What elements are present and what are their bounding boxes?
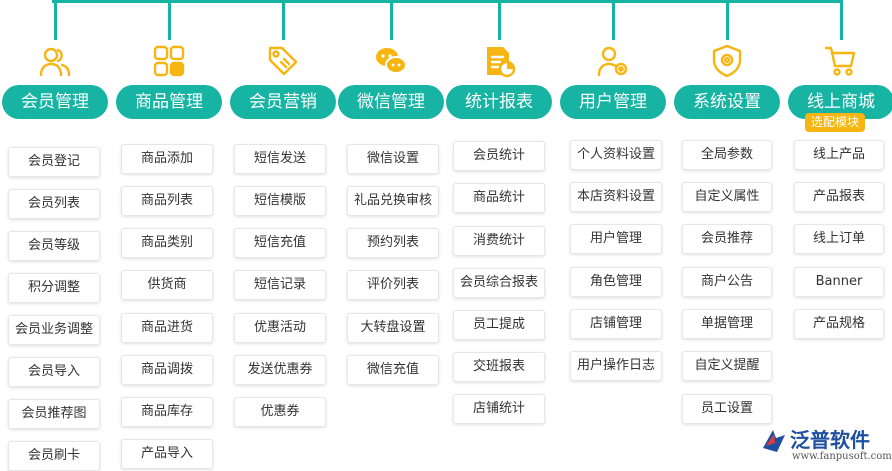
module-header[interactable]: 会员管理 — [2, 85, 108, 119]
feature-item[interactable]: 线上订单 — [794, 224, 884, 254]
feature-item[interactable]: 短信模版 — [234, 186, 326, 216]
report-chart-icon — [482, 44, 516, 78]
module-card: 系统设置 — [674, 0, 780, 140]
module-header[interactable]: 系统设置 — [674, 85, 780, 119]
feature-item[interactable]: 大转盘设置 — [347, 313, 439, 343]
feature-item[interactable]: 会员登记 — [8, 147, 100, 177]
feature-item[interactable]: 员工设置 — [682, 394, 772, 424]
feature-item[interactable]: 角色管理 — [570, 267, 662, 297]
feature-item[interactable]: 全局参数 — [682, 140, 772, 170]
feature-item[interactable]: 店铺管理 — [570, 309, 662, 339]
feature-item[interactable]: 用户管理 — [570, 224, 662, 254]
logo-name: 泛普软件 — [790, 428, 870, 452]
feature-item[interactable]: 商品统计 — [453, 183, 545, 213]
feature-item[interactable]: 会员业务调整 — [8, 315, 100, 345]
feature-item[interactable]: 优惠活动 — [234, 313, 326, 343]
feature-item[interactable]: 产品导入 — [121, 439, 213, 469]
module-card: 微信管理 — [338, 0, 444, 140]
feature-item[interactable]: 商品列表 — [121, 186, 213, 216]
feature-item[interactable]: 产品规格 — [794, 309, 884, 339]
feature-item[interactable]: 会员列表 — [8, 189, 100, 219]
feature-item[interactable]: 供货商 — [121, 270, 213, 300]
module-card: 线上商城选配模块 — [788, 0, 892, 140]
module-card: 会员管理 — [2, 0, 108, 140]
feature-item[interactable]: Banner — [794, 267, 884, 297]
connector-line — [282, 0, 285, 40]
feature-item[interactable]: 预约列表 — [347, 228, 439, 258]
module-header[interactable]: 商品管理 — [116, 85, 222, 119]
feature-item[interactable]: 会员推荐 — [682, 224, 772, 254]
grid-apps-icon — [152, 44, 186, 78]
feature-item[interactable]: 个人资料设置 — [570, 140, 662, 170]
connector-line — [52, 0, 841, 3]
feature-item[interactable]: 交班报表 — [453, 352, 545, 382]
feature-item[interactable]: 短信发送 — [234, 144, 326, 174]
feature-item[interactable]: 店铺统计 — [453, 394, 545, 424]
feature-item[interactable]: 消费统计 — [453, 226, 545, 256]
logo-url: www.fanpusoft.com — [792, 451, 892, 462]
feature-item[interactable]: 会员刷卡 — [8, 441, 100, 471]
module-header[interactable]: 微信管理 — [338, 85, 444, 119]
feature-item[interactable]: 评价列表 — [347, 270, 439, 300]
feature-item[interactable]: 会员导入 — [8, 357, 100, 387]
module-card: 用户管理 — [560, 0, 666, 140]
feature-item[interactable]: 线上产品 — [794, 140, 884, 170]
feature-item[interactable]: 会员统计 — [453, 141, 545, 171]
feature-item[interactable]: 商品类别 — [121, 228, 213, 258]
feature-item[interactable]: 积分调整 — [8, 273, 100, 303]
feature-item[interactable]: 商品调拨 — [121, 355, 213, 385]
connector-line — [612, 0, 615, 40]
connector-line — [498, 0, 501, 40]
connector-line — [840, 0, 843, 40]
feature-item[interactable]: 用户操作日志 — [570, 351, 662, 381]
fanpu-logo-icon — [763, 430, 785, 452]
feature-item[interactable]: 礼品兑换审核 — [347, 186, 439, 216]
connector-line — [390, 0, 393, 40]
wechat-icon — [374, 44, 408, 78]
feature-item[interactable]: 短信充值 — [234, 228, 326, 258]
feature-item[interactable]: 本店资料设置 — [570, 182, 662, 212]
module-card: 统计报表 — [446, 0, 552, 140]
connector-line — [54, 0, 57, 40]
feature-item[interactable]: 商品添加 — [121, 144, 213, 174]
module-header[interactable]: 会员营销 — [230, 85, 336, 119]
feature-item[interactable]: 单据管理 — [682, 309, 772, 339]
feature-item[interactable]: 自定义属性 — [682, 182, 772, 212]
feature-item[interactable]: 员工提成 — [453, 310, 545, 340]
feature-item[interactable]: 自定义提醒 — [682, 351, 772, 381]
module-card: 商品管理 — [116, 0, 222, 140]
module-header[interactable]: 用户管理 — [560, 85, 666, 119]
connector-line — [168, 0, 171, 40]
module-card: 会员营销 — [230, 0, 336, 140]
brand-logo: 泛普软件 www.fanpusoft.com — [760, 424, 892, 468]
shield-gear-icon — [710, 44, 744, 78]
feature-item[interactable]: 会员综合报表 — [453, 268, 545, 298]
feature-item[interactable]: 微信充值 — [347, 355, 439, 385]
price-tag-icon — [266, 44, 300, 78]
feature-item[interactable]: 发送优惠券 — [234, 355, 326, 385]
feature-item[interactable]: 会员等级 — [8, 231, 100, 261]
shopping-cart-icon — [824, 44, 858, 78]
connector-line — [726, 0, 729, 40]
feature-item[interactable]: 短信记录 — [234, 270, 326, 300]
feature-item[interactable]: 商品库存 — [121, 397, 213, 427]
feature-item[interactable]: 会员推荐图 — [8, 399, 100, 429]
feature-item[interactable]: 商户公告 — [682, 267, 772, 297]
feature-item[interactable]: 优惠券 — [234, 397, 326, 427]
feature-item[interactable]: 微信设置 — [347, 144, 439, 174]
feature-item[interactable]: 商品进货 — [121, 313, 213, 343]
optional-module-badge: 选配模块 — [805, 113, 865, 132]
user-settings-icon — [596, 44, 630, 78]
feature-item[interactable]: 产品报表 — [794, 182, 884, 212]
module-header[interactable]: 统计报表 — [446, 85, 552, 119]
users-icon — [38, 44, 72, 78]
